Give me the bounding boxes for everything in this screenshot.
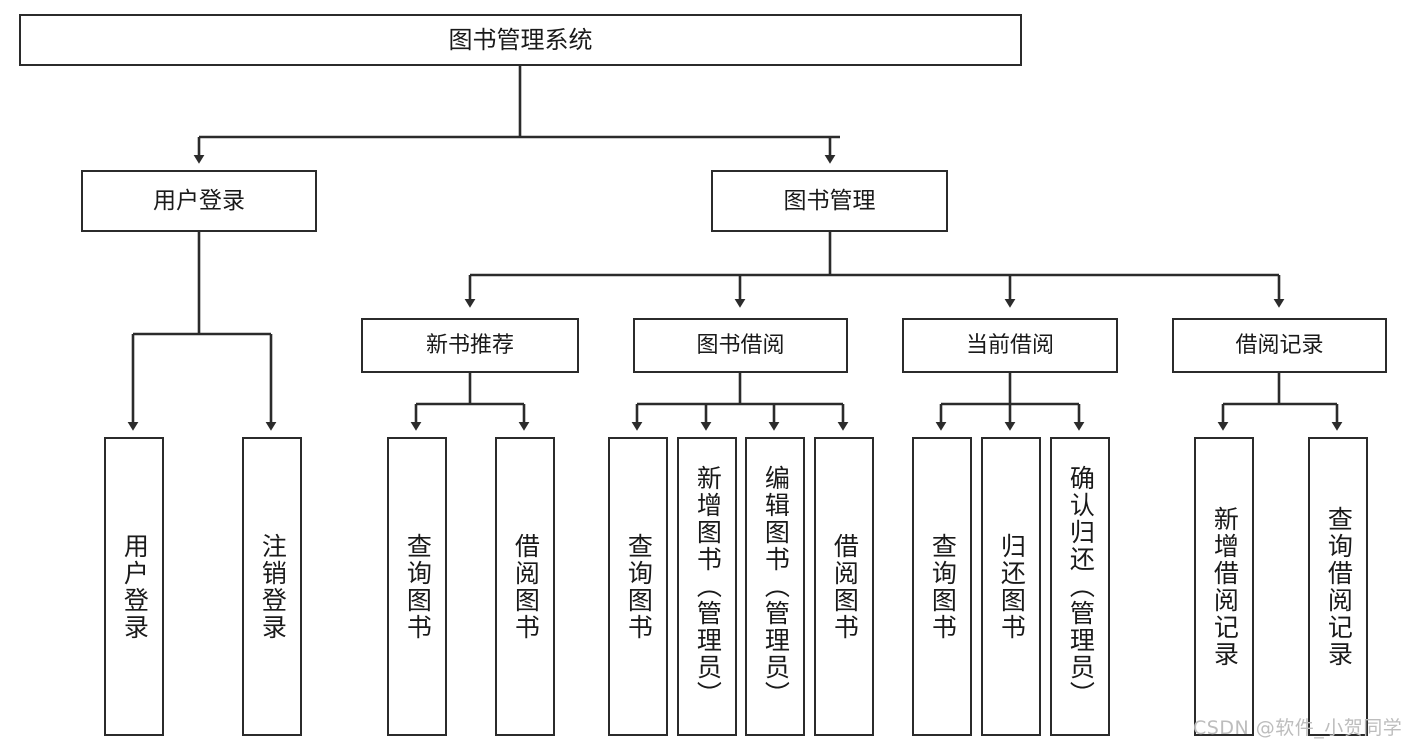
node-label: 查询借阅记录: [1324, 505, 1354, 668]
node-current-borrow[interactable]: 当前借阅: [902, 318, 1118, 373]
node-label: 借阅图书: [511, 532, 541, 641]
leaf-logout[interactable]: 注销登录: [242, 437, 302, 736]
node-label: 借阅记录: [1235, 332, 1324, 358]
node-label: 归还图书: [997, 532, 1027, 641]
leaf-query-borrow-record[interactable]: 查询借阅记录: [1308, 437, 1368, 736]
node-label: 确认归还（管理员）: [1066, 465, 1096, 708]
leaf-add-book-admin[interactable]: 新增图书（管理员）: [677, 437, 737, 736]
leaf-add-borrow-record[interactable]: 新增借阅记录: [1194, 437, 1254, 736]
node-label: 图书管理: [783, 187, 876, 214]
node-borrow-record[interactable]: 借阅记录: [1172, 318, 1387, 373]
leaf-return-book[interactable]: 归还图书: [981, 437, 1041, 736]
node-label: 图书借阅: [696, 332, 785, 358]
node-root-system[interactable]: 图书管理系统: [19, 14, 1022, 66]
leaf-query-book-borrow[interactable]: 查询图书: [608, 437, 668, 736]
node-label: 查询图书: [624, 532, 654, 641]
leaf-borrow-book[interactable]: 借阅图书: [814, 437, 874, 736]
node-label: 编辑图书（管理员）: [761, 465, 791, 708]
node-user-login[interactable]: 用户登录: [81, 170, 317, 232]
node-label: 新增借阅记录: [1210, 505, 1240, 668]
node-label: 新书推荐: [425, 332, 514, 358]
leaf-user-login[interactable]: 用户登录: [104, 437, 164, 736]
node-label: 查询图书: [928, 532, 958, 641]
leaf-edit-book-admin[interactable]: 编辑图书（管理员）: [745, 437, 805, 736]
node-label: 注销登录: [258, 532, 288, 641]
node-book-management[interactable]: 图书管理: [711, 170, 948, 232]
leaf-confirm-return-admin[interactable]: 确认归还（管理员）: [1050, 437, 1110, 736]
node-label: 新增图书（管理员）: [693, 465, 723, 708]
node-new-book-recommend[interactable]: 新书推荐: [361, 318, 579, 373]
leaf-query-book-new[interactable]: 查询图书: [387, 437, 447, 736]
watermark-text: CSDN @软件_小贺同学: [1193, 717, 1403, 739]
node-label: 用户登录: [120, 532, 150, 641]
node-book-borrow[interactable]: 图书借阅: [633, 318, 848, 373]
node-label: 用户登录: [153, 187, 245, 214]
node-label: 当前借阅: [965, 332, 1054, 358]
node-label: 图书管理系统: [448, 26, 593, 54]
node-label: 借阅图书: [830, 532, 860, 641]
leaf-borrow-book-new[interactable]: 借阅图书: [495, 437, 555, 736]
node-label: 查询图书: [403, 532, 433, 641]
leaf-query-book-current[interactable]: 查询图书: [912, 437, 972, 736]
